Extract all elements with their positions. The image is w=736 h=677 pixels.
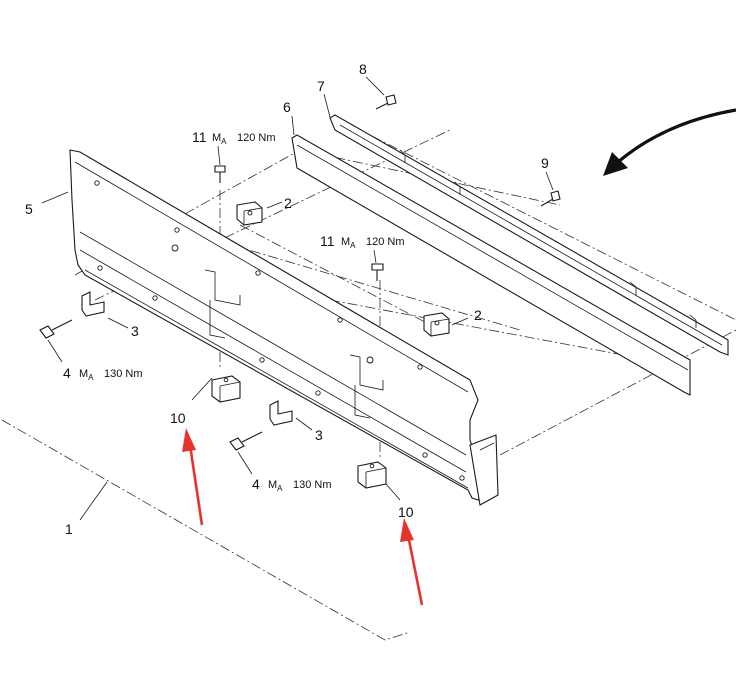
callout-11-upper: 11 <box>192 129 207 145</box>
part-8-screw <box>375 94 397 110</box>
callout-10-left: 10 <box>170 410 186 426</box>
torque-value: 130 Nm <box>104 368 143 380</box>
torque-label-11-lower: 11 MA 120 Nm <box>320 233 405 250</box>
part-2-block-upper <box>236 201 263 226</box>
callout-7: 7 <box>317 78 325 94</box>
torque-symbol: M <box>341 236 350 248</box>
callout-3-right: 3 <box>315 427 323 443</box>
callout-10-right: 10 <box>398 504 414 520</box>
torque-value: 130 Nm <box>293 479 332 491</box>
part-7-strip <box>329 114 729 356</box>
torque-subscript: A <box>350 241 356 250</box>
rotation-arrow <box>603 108 736 176</box>
torque-value: 120 Nm <box>366 236 405 248</box>
part-3-bracket-left <box>81 291 105 317</box>
highlight-arrow-right <box>400 518 424 606</box>
callout-4-left: 4 <box>63 365 71 381</box>
callout-2-upper: 2 <box>284 195 292 211</box>
callout-6: 6 <box>283 99 291 115</box>
part-2-block-lower <box>423 312 450 337</box>
part-1-outline <box>1 329 736 641</box>
part-4-bolt-right <box>229 431 263 451</box>
torque-subscript: A <box>221 137 227 146</box>
svg-text:MA: MA <box>212 132 227 146</box>
callout-11-lower: 11 <box>320 233 335 249</box>
torque-label-4-right: 4 MA 130 Nm <box>252 476 332 493</box>
callout-3-left: 3 <box>131 323 139 339</box>
callout-2-lower: 2 <box>474 307 482 323</box>
svg-text:MA: MA <box>79 368 94 382</box>
svg-text:MA: MA <box>341 236 356 250</box>
torque-symbol: M <box>212 132 221 144</box>
torque-subscript: A <box>277 484 283 493</box>
part-11-screw-upper <box>214 165 226 183</box>
torque-symbol: M <box>79 368 88 380</box>
leader-lines <box>41 76 554 521</box>
part-10-block-right <box>357 461 387 489</box>
callout-8: 8 <box>359 61 367 77</box>
torque-subscript: A <box>88 373 94 382</box>
callout-5: 5 <box>25 201 33 217</box>
torque-label-11-upper: 11 MA 120 Nm <box>192 129 276 146</box>
part-6-strip <box>291 134 691 396</box>
part-11-screw-lower <box>371 263 384 281</box>
callout-9: 9 <box>541 155 549 171</box>
part-5-plate <box>69 149 499 506</box>
torque-symbol: M <box>268 479 277 491</box>
svg-text:MA: MA <box>268 479 283 493</box>
callout-4-right: 4 <box>252 476 260 492</box>
part-10-block-left <box>211 375 241 403</box>
callout-1: 1 <box>65 521 73 537</box>
part-4-bolt-left <box>39 319 73 339</box>
highlight-arrow-left <box>182 428 204 526</box>
torque-value: 120 Nm <box>237 132 276 144</box>
part-3-bracket-right <box>269 400 293 426</box>
torque-label-4-left: 4 MA 130 Nm <box>63 365 143 382</box>
part-9-screw <box>540 190 561 207</box>
